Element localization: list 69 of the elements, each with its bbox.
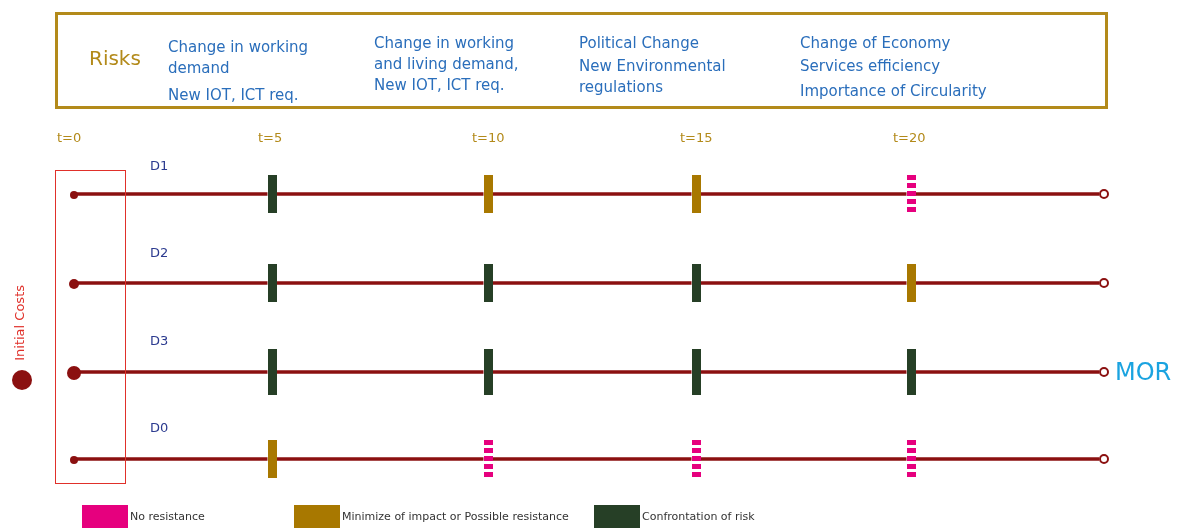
legend-label: Confrontation of risk	[642, 510, 755, 523]
time-label: t=20	[893, 130, 926, 145]
time-label: t=15	[680, 130, 713, 145]
timeline-line	[80, 370, 268, 374]
timeline-line	[492, 192, 692, 196]
row-label: D2	[150, 245, 169, 260]
risk-text: New Environmental regulations	[579, 56, 727, 98]
row-label: D1	[150, 158, 169, 173]
risk-marker	[483, 175, 493, 213]
timeline-line	[915, 281, 1099, 285]
risk-marker	[267, 264, 277, 302]
legend-label: Minimize of impact or Possible resistance	[342, 510, 569, 523]
timeline-line	[915, 457, 1099, 461]
timeline-line	[915, 370, 1099, 374]
dashed-marker	[483, 440, 493, 478]
risk-text: Political Change	[579, 33, 700, 54]
risk-marker	[906, 264, 916, 302]
risks-panel	[55, 12, 1108, 109]
start-dot	[70, 456, 78, 464]
timeline-line	[77, 192, 268, 196]
end-circle	[1099, 278, 1109, 288]
end-circle	[1099, 367, 1109, 377]
end-circle	[1099, 454, 1109, 464]
timeline-line	[78, 281, 268, 285]
timeline-line	[276, 457, 484, 461]
timeline-line	[700, 192, 907, 196]
timeline-line	[77, 457, 268, 461]
timeline-line	[700, 281, 907, 285]
dashed-marker	[906, 175, 916, 213]
start-dot	[67, 366, 81, 380]
risk-text: Services efficiency	[800, 56, 942, 77]
start-dot	[70, 191, 78, 199]
time-label: t=10	[472, 130, 505, 145]
dashed-marker	[691, 440, 701, 478]
risk-marker	[691, 264, 701, 302]
risk-text: Importance of Circularity	[800, 81, 988, 102]
row-label: D3	[150, 333, 169, 348]
risk-text: Change in working and living demand, New IOT, ICT req.	[374, 33, 520, 96]
risk-marker	[906, 349, 916, 395]
timeline-line	[276, 370, 484, 374]
risk-marker	[691, 349, 701, 395]
timeline-line	[492, 457, 692, 461]
axis-label: Initial Costs	[12, 285, 27, 361]
timeline-line	[492, 370, 692, 374]
timeline-line	[915, 192, 1099, 196]
bracket-frame	[55, 170, 126, 484]
timeline-line	[276, 192, 484, 196]
row-label: D0	[150, 420, 169, 435]
start-dot	[69, 279, 79, 289]
time-label: t=0	[57, 130, 82, 145]
risk-marker	[267, 349, 277, 395]
time-label: t=5	[258, 130, 283, 145]
risk-text: New IOT, ICT req.	[168, 85, 300, 106]
timeline-line	[700, 457, 907, 461]
risk-marker	[483, 264, 493, 302]
risk-marker	[267, 440, 277, 478]
timeline-line	[492, 281, 692, 285]
end-circle	[1099, 189, 1109, 199]
end-label: MOR	[1115, 358, 1172, 386]
legend-label: No resistance	[130, 510, 205, 523]
heading: Risks	[89, 45, 141, 71]
risk-text: Change in working demand	[168, 37, 310, 79]
risk-marker	[483, 349, 493, 395]
timeline-line	[700, 370, 907, 374]
timeline-line	[276, 281, 484, 285]
risk-text: Change of Economy	[800, 33, 952, 54]
risk-marker	[267, 175, 277, 213]
risk-marker	[691, 175, 701, 213]
dashed-marker	[906, 440, 916, 478]
